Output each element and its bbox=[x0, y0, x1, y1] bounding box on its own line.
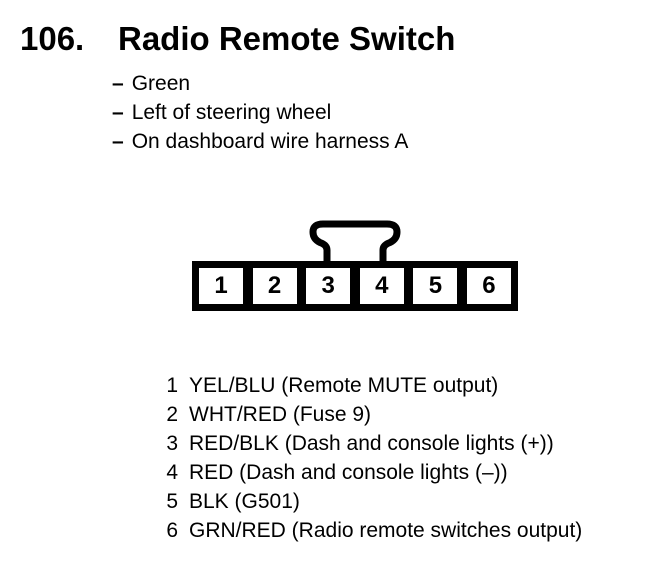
attribute-text: Green bbox=[131, 72, 191, 95]
pin-number: 4 bbox=[166, 461, 178, 484]
item-title: Radio Remote Switch bbox=[118, 20, 456, 57]
pinout-row: 4 RED (Dash and console lights (–)) bbox=[166, 458, 582, 487]
pin-number: 6 bbox=[166, 519, 178, 542]
connector-cavity-6: 6 bbox=[466, 268, 511, 304]
dash-bullet: – bbox=[112, 72, 124, 95]
page-title: 106. Radio Remote Switch bbox=[20, 22, 455, 56]
pin-description: WHT/RED (Fuse 9) bbox=[189, 403, 372, 426]
connector-cavity-1: 1 bbox=[199, 268, 243, 304]
pin-number: 2 bbox=[166, 403, 178, 426]
connector-body: 1 2 3 4 5 6 bbox=[192, 261, 518, 311]
pinout-row: 6 GRN/RED (Radio remote switches output) bbox=[166, 516, 582, 545]
connector-cavity-4: 4 bbox=[359, 268, 404, 304]
dash-bullet: – bbox=[112, 130, 124, 153]
attribute-line: – Green bbox=[112, 69, 408, 98]
dash-bullet: – bbox=[112, 101, 124, 124]
connector-latch-icon bbox=[309, 220, 401, 266]
connector-cavity-2: 2 bbox=[252, 268, 297, 304]
pin-description: BLK (G501) bbox=[189, 490, 300, 513]
attribute-line: – On dashboard wire harness A bbox=[112, 127, 408, 156]
pinout-row: 3 RED/BLK (Dash and console lights (+)) bbox=[166, 429, 582, 458]
pinout-list: 1 YEL/BLU (Remote MUTE output) 2 WHT/RED… bbox=[166, 371, 582, 545]
connector-cavity-3: 3 bbox=[306, 268, 351, 304]
pinout-row: 1 YEL/BLU (Remote MUTE output) bbox=[166, 371, 582, 400]
pin-number: 1 bbox=[166, 374, 178, 397]
pin-description: RED (Dash and console lights (–)) bbox=[189, 461, 508, 484]
pinout-row: 5 BLK (G501) bbox=[166, 487, 582, 516]
item-number: 106. bbox=[20, 20, 85, 57]
pin-number: 3 bbox=[166, 432, 178, 455]
pin-description: YEL/BLU (Remote MUTE output) bbox=[189, 374, 499, 397]
attribute-text: Left of steering wheel bbox=[131, 101, 332, 124]
pin-description: RED/BLK (Dash and console lights (+)) bbox=[189, 432, 554, 455]
attribute-text: On dashboard wire harness A bbox=[131, 130, 409, 153]
attribute-list: – Green – Left of steering wheel – On da… bbox=[112, 69, 408, 156]
pinout-row: 2 WHT/RED (Fuse 9) bbox=[166, 400, 582, 429]
pin-number: 5 bbox=[166, 490, 178, 513]
pin-description: GRN/RED (Radio remote switches output) bbox=[189, 519, 583, 542]
connector-cavity-5: 5 bbox=[413, 268, 458, 304]
attribute-line: – Left of steering wheel bbox=[112, 98, 408, 127]
